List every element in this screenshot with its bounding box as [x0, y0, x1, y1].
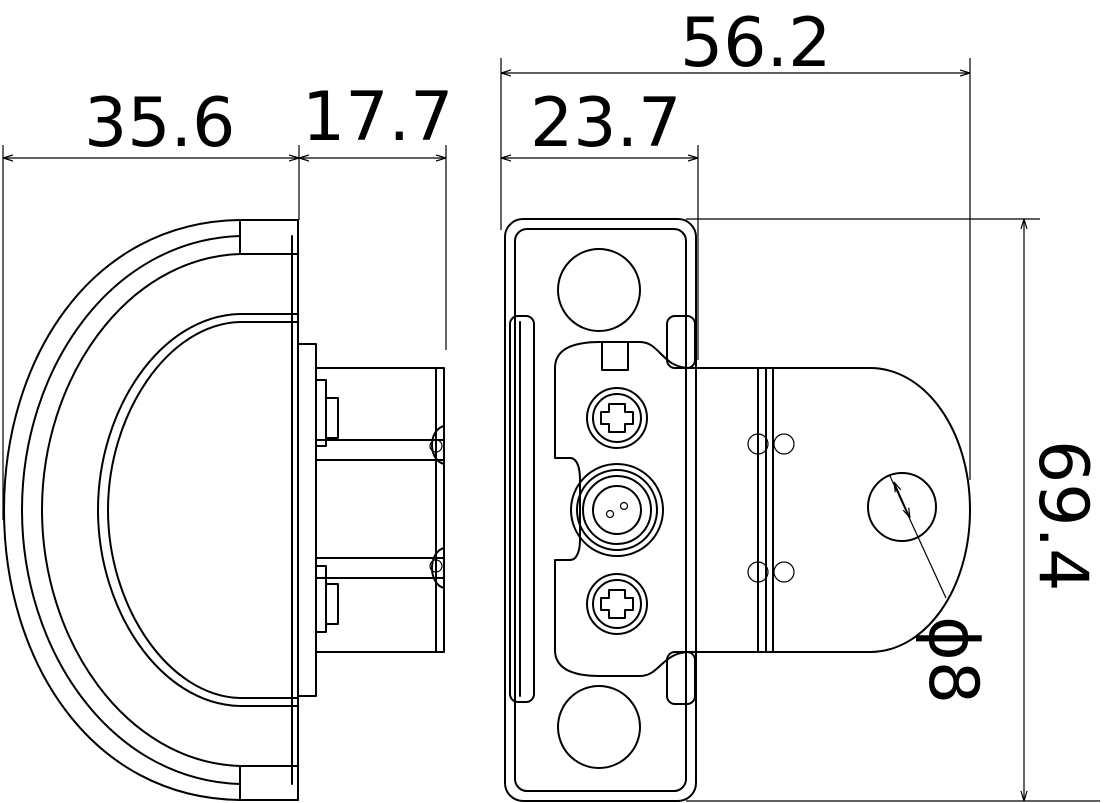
dim-23-7: 23.7 — [530, 84, 681, 163]
side-arc-5 — [107, 321, 241, 699]
bottom-hole — [557, 685, 641, 769]
front-view — [504, 218, 971, 802]
dimension-lines — [2, 58, 1100, 802]
side-arc-4 — [97, 313, 241, 707]
dim-phi-8: ϕ8 — [913, 616, 992, 704]
top-hole — [557, 248, 641, 332]
side-outer-arc — [3, 219, 299, 801]
diameter-hole — [867, 472, 937, 542]
screw-top — [586, 387, 648, 449]
dim-69-4: 69.4 — [1023, 440, 1102, 591]
front-outer-plate — [504, 218, 697, 802]
dim-35-6: 35.6 — [84, 84, 235, 163]
dim-17-7: 17.7 — [302, 78, 453, 157]
dimension-labels: 56.2 35.6 17.7 23.7 69.4 ϕ8 — [84, 4, 1102, 704]
screw-bottom — [586, 573, 648, 635]
side-view — [3, 219, 445, 801]
bracket-body — [554, 341, 971, 677]
dim-56-2: 56.2 — [680, 4, 831, 83]
center-fitting — [570, 463, 664, 557]
side-arc-2 — [21, 235, 241, 785]
side-arc-3 — [41, 253, 241, 767]
